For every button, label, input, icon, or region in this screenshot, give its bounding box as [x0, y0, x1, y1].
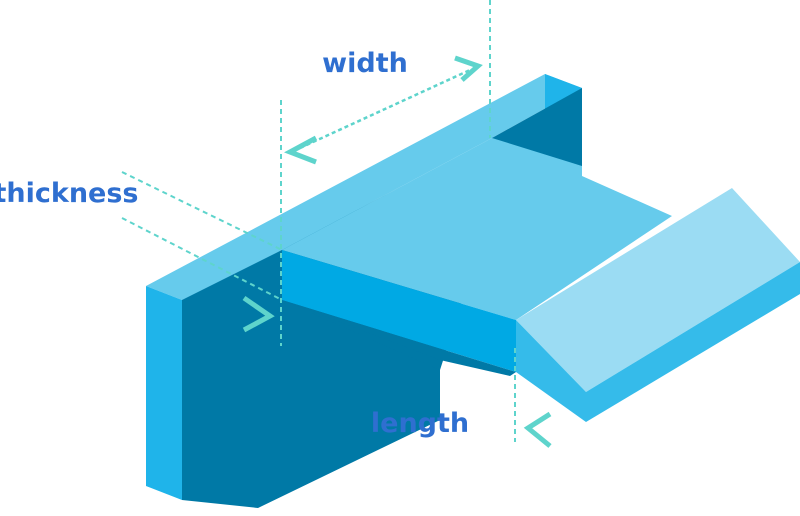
plate-underside [282, 300, 516, 376]
flange-front-face [516, 320, 586, 422]
thickness-arrow-icon [242, 295, 275, 333]
width-arrow-left-icon [284, 135, 318, 165]
flange [516, 188, 800, 422]
plate-front-face [282, 250, 516, 372]
plate [282, 88, 672, 376]
thickness-guide-bottom [121, 217, 283, 301]
flange-sloped-face [516, 188, 800, 392]
back-wall-left-side [146, 286, 182, 500]
length-dimension: length [371, 348, 552, 448]
width-arrow-right-icon [454, 55, 483, 82]
length-arrow-icon [523, 411, 552, 448]
length-label: length [371, 408, 469, 439]
thickness-dimension: thickness [0, 171, 283, 333]
plate-top-face [282, 138, 672, 320]
width-dimension-line [299, 68, 471, 150]
flange-bottom-side [586, 262, 800, 422]
width-label: width [322, 48, 408, 79]
thickness-guide-top [121, 171, 283, 251]
thickness-label: thickness [0, 178, 139, 209]
width-dimension: width [280, 0, 491, 346]
back-wall-front-face [182, 250, 440, 508]
back-wall-top-ledge [146, 74, 582, 300]
plate-shadow-notch [492, 88, 582, 166]
